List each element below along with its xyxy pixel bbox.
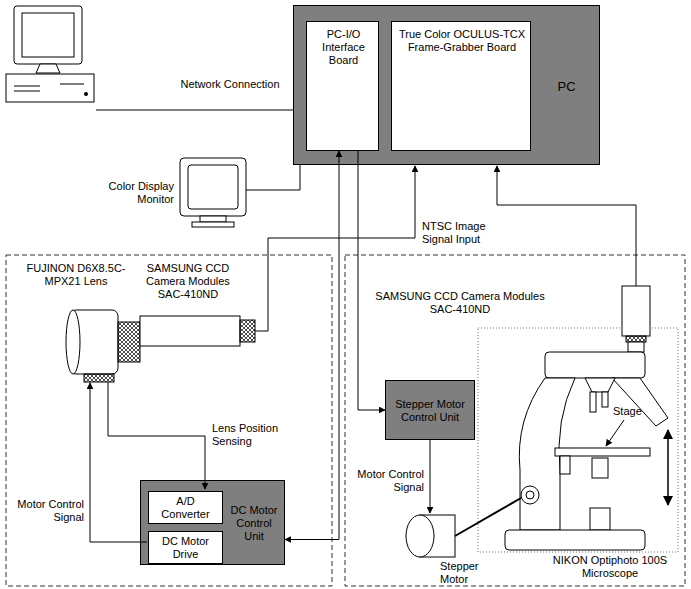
sensing-wire <box>108 382 205 489</box>
monitor-base <box>192 222 234 227</box>
condenser <box>592 458 608 478</box>
lens-coupler <box>118 322 140 362</box>
focus-knob <box>521 486 539 504</box>
computer-screen <box>22 13 74 57</box>
node-text: PC <box>539 79 594 94</box>
annotation-label: Stepper Motor <box>440 560 500 586</box>
computer-case <box>6 74 94 102</box>
microscope-eyepiece <box>612 378 668 426</box>
computer-box: PC PC-I/O Interface Board True Color OCULU… <box>293 5 600 165</box>
box-label: DC Motor Control Unit <box>225 504 283 543</box>
video-wire <box>255 166 415 331</box>
camera-body <box>622 286 650 336</box>
objective <box>602 392 608 407</box>
nosepiece <box>585 378 615 392</box>
signal-connector <box>285 151 339 540</box>
microscope-base <box>505 530 645 550</box>
annotation-label: SAMSUNG CCD Camera Modules SAC-410ND <box>136 262 240 301</box>
lens-body <box>70 310 118 374</box>
board-box: True Color OCULUS-TCX Frame-Grabber Boar… <box>391 21 531 151</box>
node-text: True Color OCULUS-TCX Frame-Grabber Boar… <box>396 28 528 54</box>
monitor-neck <box>36 64 60 73</box>
illuminator <box>590 508 610 530</box>
node-text: PC-I/O Interface Board <box>310 28 377 67</box>
annotation-label: NTSC Image Signal Input <box>422 220 502 246</box>
lens-front <box>66 310 80 374</box>
annotation-label: Motor Control Signal <box>8 498 84 524</box>
monitor-stand <box>200 216 226 222</box>
board-box: PC-I/O Interface Board <box>306 21 379 151</box>
annotation-label: Motor Control Signal <box>348 468 424 494</box>
annotation-label: FUJINON D6X8.5C-MPX21 Lens <box>26 262 126 288</box>
control-wire <box>430 440 431 513</box>
box-label: DC Motor Drive <box>152 535 219 561</box>
node-text: DC Motor Drive <box>152 535 219 561</box>
box-label: PC-I/O Interface Board <box>310 28 377 67</box>
module-box: A/D Converter <box>148 491 223 524</box>
box-label: PC <box>539 79 594 94</box>
annotation-label: NIKON Optiphoto 100S Microscope <box>540 554 680 580</box>
node-text: DC Motor Control Unit <box>225 504 283 543</box>
annotation-label: Network Connection <box>180 78 280 91</box>
lens-sensor-tab <box>84 374 114 382</box>
stepper-motor-face <box>406 515 434 557</box>
dotted-region <box>478 328 678 552</box>
dashed-region <box>6 255 332 586</box>
module-box: DC Motor Drive <box>148 531 223 564</box>
stepper-motor-body <box>420 515 455 557</box>
box-label: A/D Converter <box>152 495 219 521</box>
objective <box>590 392 596 412</box>
monitor-wire <box>246 165 300 190</box>
motor-shaft <box>455 498 521 536</box>
microscope-stage <box>555 448 650 456</box>
node-text: Stepper Motor Control Unit <box>389 398 471 424</box>
display-screen <box>188 165 238 209</box>
control-unit-box: Stepper Motor Control Unit <box>385 380 475 440</box>
stage-holder <box>560 456 570 474</box>
annotation-label: Lens Position Sensing <box>212 422 284 448</box>
motion-arrow <box>667 430 669 505</box>
computer-monitor <box>14 6 82 64</box>
camera-mount <box>626 336 646 342</box>
dashed-region <box>345 255 685 586</box>
network-wire <box>96 110 293 111</box>
control-wire <box>90 383 147 542</box>
signal-connector <box>358 151 385 410</box>
box-label: Stepper Motor Control Unit <box>389 398 471 424</box>
leader-line <box>606 420 624 446</box>
microscope-arm <box>519 378 575 530</box>
focus-knob-center <box>526 491 534 499</box>
video-wire <box>497 166 636 286</box>
annotation-label: Stage <box>613 405 658 418</box>
control-unit-box: DC Motor Control UnitA/D Converter DC Mot… <box>140 480 285 565</box>
box-label: True Color OCULUS-TCX Frame-Grabber Boar… <box>396 28 528 54</box>
microscope-head <box>545 352 645 378</box>
display-monitor <box>180 158 246 216</box>
camera-connector <box>240 320 255 342</box>
camera-tube <box>628 342 644 352</box>
annotation-label: Color Display Monitor <box>96 180 174 206</box>
power-led <box>84 92 88 96</box>
annotation-label: SAMSUNG CCD Camera Modules SAC-410ND <box>370 290 550 316</box>
camera-body <box>140 316 240 346</box>
node-text: A/D Converter <box>152 495 219 521</box>
case-slots <box>14 84 84 91</box>
